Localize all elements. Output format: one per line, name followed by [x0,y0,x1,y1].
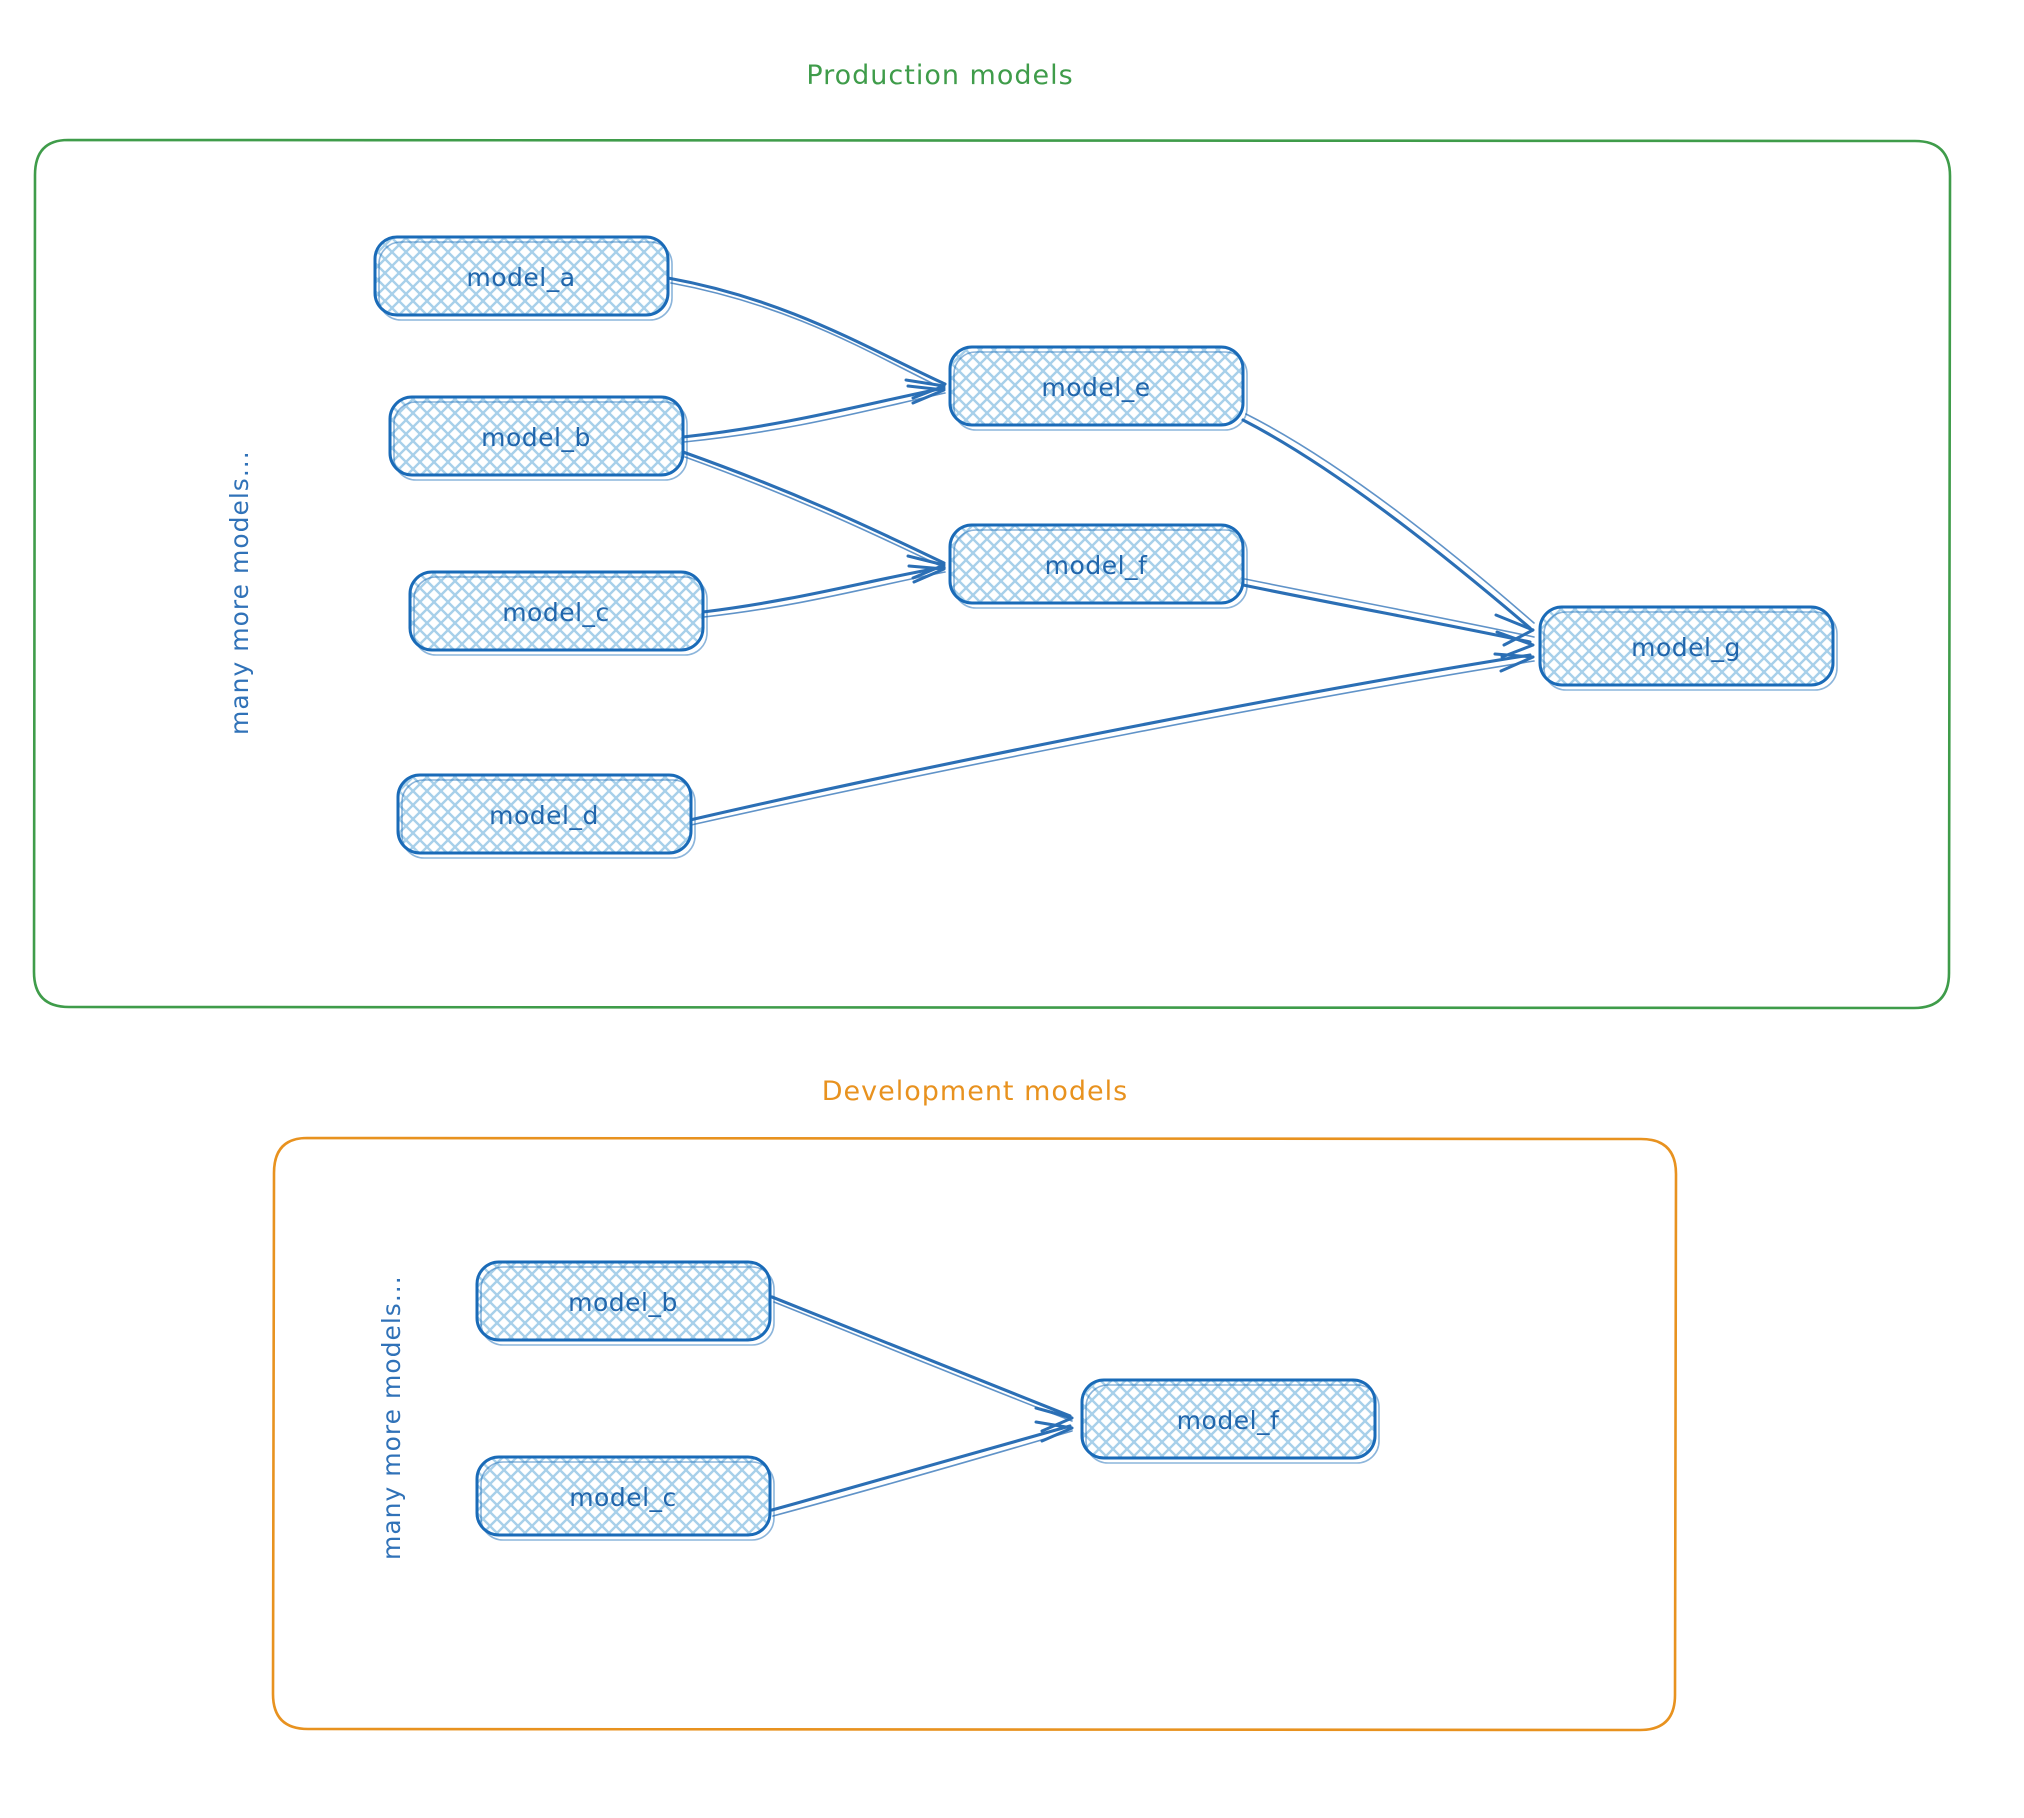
development-group-border [271,1136,1678,1732]
prod-node-model_f-label: model_f [1045,551,1148,580]
development-side-label: many more models... [377,1275,406,1560]
development-group: Development models many more models... [271,1076,1678,1732]
edge-model_a-model_e [666,276,947,400]
edge-model_e-model_g [1241,413,1535,647]
prod-node-model_b[interactable]: model_b [388,395,688,481]
dev-node-model_b[interactable]: model_b [475,1260,775,1346]
edge-model_c-model_f [701,564,946,618]
dev-edge-model_c-model_f [770,1420,1074,1517]
dev-node-model_f[interactable]: model_f [1080,1378,1380,1464]
prod-node-model_a-label: model_a [466,263,575,292]
production-group-border [32,138,1952,1010]
dev-node-model_c[interactable]: model_c [475,1455,775,1541]
prod-node-model_e[interactable]: model_e [948,345,1248,431]
production-side-label: many more models... [225,450,254,735]
production-group: Production models many more models... [32,60,1952,1010]
dev-node-model_c-label: model_c [569,1483,677,1512]
prod-node-model_c-label: model_c [502,598,610,627]
development-group-title: Development models [822,1076,1128,1107]
prod-node-model_d-label: model_d [489,801,599,830]
prod-node-model_b-label: model_b [481,423,591,452]
production-group-title: Production models [806,60,1073,91]
development-edges [770,1295,1074,1517]
prod-node-model_c[interactable]: model_c [408,570,708,656]
prod-node-model_f[interactable]: model_f [948,523,1248,609]
prod-node-model_d[interactable]: model_d [396,773,696,859]
prod-node-model_a[interactable]: model_a [373,235,673,321]
prod-node-model_g-label: model_g [1631,633,1741,662]
edge-model_f-model_g [1241,578,1535,659]
dev-node-model_f-label: model_f [1177,1406,1280,1435]
dev-edge-model_b-model_f [770,1295,1074,1433]
dev-node-model_b-label: model_b [568,1288,678,1317]
production-edges [666,276,1535,826]
prod-node-model_e-label: model_e [1041,373,1150,402]
prod-node-model_g[interactable]: model_g [1538,605,1838,691]
edge-model_b-model_f [681,450,946,580]
edge-model_b-model_e [681,384,946,443]
edge-model_d-model_g [688,652,1535,826]
